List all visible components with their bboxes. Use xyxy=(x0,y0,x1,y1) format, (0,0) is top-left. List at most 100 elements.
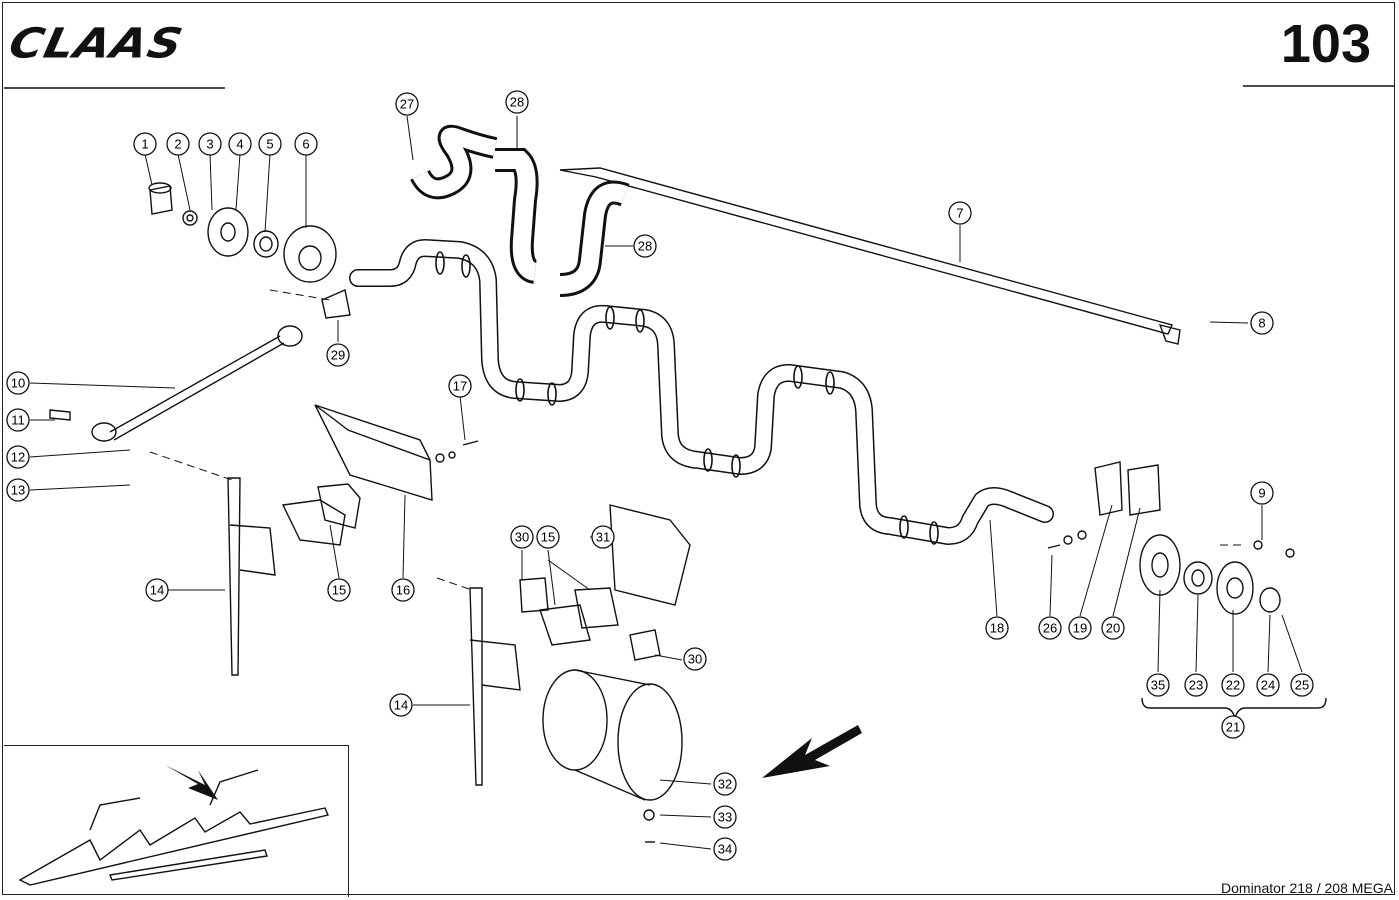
callout-circle xyxy=(258,132,282,156)
callout-circle xyxy=(395,92,419,116)
callout-circle xyxy=(1221,673,1245,697)
callout-6: 6 xyxy=(294,132,318,156)
callout-circle xyxy=(448,374,472,398)
callout-label: 24 xyxy=(1261,678,1275,693)
callout-label: 28 xyxy=(638,239,652,254)
callout-label: 12 xyxy=(11,450,25,465)
callout-label: 33 xyxy=(718,810,732,825)
callout-10: 10 xyxy=(6,371,30,395)
callout-label: 30 xyxy=(515,530,529,545)
callout-circle xyxy=(294,132,318,156)
callout-label: 11 xyxy=(11,413,25,428)
callout-label: 21 xyxy=(1226,720,1240,735)
callout-25: 25 xyxy=(1290,673,1314,697)
callout-circle xyxy=(683,647,707,671)
callout-circle xyxy=(228,132,252,156)
callout-30: 30 xyxy=(683,647,707,671)
callout-label: 22 xyxy=(1226,678,1240,693)
long-rod xyxy=(559,167,1181,345)
callout-circle xyxy=(713,805,737,829)
group-brace-21 xyxy=(1141,697,1327,721)
page-number: 103 xyxy=(1280,14,1371,74)
callout-circle xyxy=(1038,616,1062,640)
callout-34: 34 xyxy=(713,837,737,861)
callout-label: 35 xyxy=(1151,678,1165,693)
callout-label: 19 xyxy=(1073,621,1087,636)
clamp-blocks-left xyxy=(281,483,361,546)
callout-31: 31 xyxy=(591,525,615,549)
callout-24: 24 xyxy=(1256,673,1280,697)
callout-label: 3 xyxy=(206,137,213,152)
callout-circle xyxy=(133,132,157,156)
callout-circle xyxy=(713,772,737,796)
callout-label: 27 xyxy=(400,97,414,112)
callout-circle xyxy=(198,132,222,156)
callout-circle xyxy=(1290,673,1314,697)
callout-8: 8 xyxy=(1250,311,1274,335)
link-rod xyxy=(49,325,303,442)
callout-circle xyxy=(985,616,1009,640)
callout-circle xyxy=(1221,715,1245,739)
callout-circle xyxy=(1068,616,1092,640)
callout-circle xyxy=(6,445,30,469)
bracket-plate xyxy=(609,504,691,606)
dashed-alignment-lines xyxy=(149,289,1245,591)
callout-17: 17 xyxy=(448,374,472,398)
callout-21: 21 xyxy=(1221,715,1245,739)
callout-circle xyxy=(713,837,737,861)
callout-circle xyxy=(1146,673,1170,697)
callout-15: 15 xyxy=(536,525,560,549)
callout-circle xyxy=(145,578,169,602)
callout-4: 4 xyxy=(228,132,252,156)
callout-32: 32 xyxy=(713,772,737,796)
callout-11: 11 xyxy=(6,408,30,432)
hose-27 xyxy=(410,124,498,200)
callout-26: 26 xyxy=(1038,616,1062,640)
leader-lines xyxy=(29,115,1303,850)
callout-circle xyxy=(505,90,529,114)
callout-14: 14 xyxy=(145,578,169,602)
callout-2: 2 xyxy=(166,132,190,156)
callout-label: 6 xyxy=(302,137,309,152)
knife-guard-center xyxy=(469,587,521,786)
callout-circle xyxy=(591,525,615,549)
callout-7: 7 xyxy=(948,201,972,225)
callout-label: 31 xyxy=(596,530,610,545)
knife-guard-left xyxy=(227,477,276,676)
callout-label: 23 xyxy=(1189,678,1203,693)
callout-label: 18 xyxy=(990,621,1004,636)
callout-29: 29 xyxy=(326,343,350,367)
clamp-blocks-center xyxy=(519,577,661,661)
callout-1: 1 xyxy=(133,132,157,156)
callout-circle xyxy=(633,234,657,258)
callout-23: 23 xyxy=(1184,673,1208,697)
callout-33: 33 xyxy=(713,805,737,829)
callout-circle xyxy=(1184,673,1208,697)
callout-12: 12 xyxy=(6,445,30,469)
callout-15: 15 xyxy=(327,578,351,602)
callout-label: 15 xyxy=(332,583,346,598)
serpentine-tube xyxy=(349,239,1054,545)
callout-label: 26 xyxy=(1043,621,1057,636)
callout-label: 14 xyxy=(394,698,408,713)
inset-knife-sketch xyxy=(18,769,329,886)
arrow-down-left-icon xyxy=(762,725,862,778)
callout-label: 34 xyxy=(718,842,732,857)
hose-28-b xyxy=(559,180,630,297)
hose-28-a xyxy=(495,148,539,284)
callout-14: 14 xyxy=(389,693,413,717)
callout-19: 19 xyxy=(1068,616,1092,640)
callout-circle xyxy=(510,525,534,549)
callout-label: 25 xyxy=(1295,678,1309,693)
callout-label: 2 xyxy=(174,137,181,152)
callout-label: 4 xyxy=(236,137,243,152)
callout-circle xyxy=(389,693,413,717)
callout-label: 8 xyxy=(1258,316,1265,331)
callout-label: 9 xyxy=(1258,486,1265,501)
callout-circle xyxy=(948,201,972,225)
callout-9: 9 xyxy=(1250,481,1274,505)
callout-circle xyxy=(6,408,30,432)
callout-16: 16 xyxy=(391,578,415,602)
